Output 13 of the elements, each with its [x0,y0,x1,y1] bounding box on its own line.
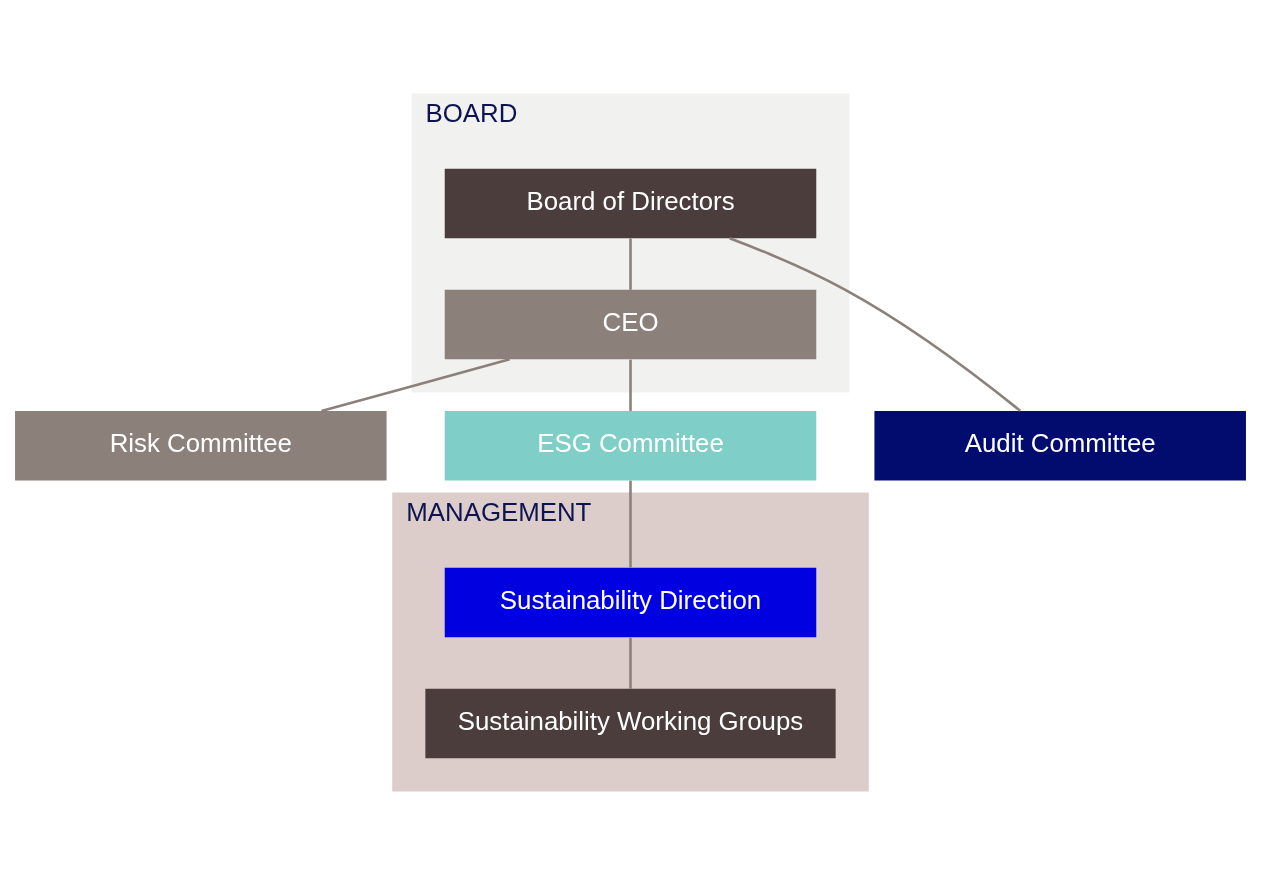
connector [321,358,510,413]
connector [629,359,632,411]
connector [729,237,1021,412]
node-box: Risk Committee [15,411,387,481]
node-box: Audit Committee [874,411,1246,481]
node-box: Sustainability Direction [444,567,817,638]
node-box: CEO [444,289,817,360]
node-box: ESG Committee [444,411,817,481]
connector [629,238,632,290]
connector [629,637,632,689]
node-box: Board of Directors [444,168,817,239]
connector [629,480,632,568]
node-box: Sustainability Working Groups [425,688,836,759]
